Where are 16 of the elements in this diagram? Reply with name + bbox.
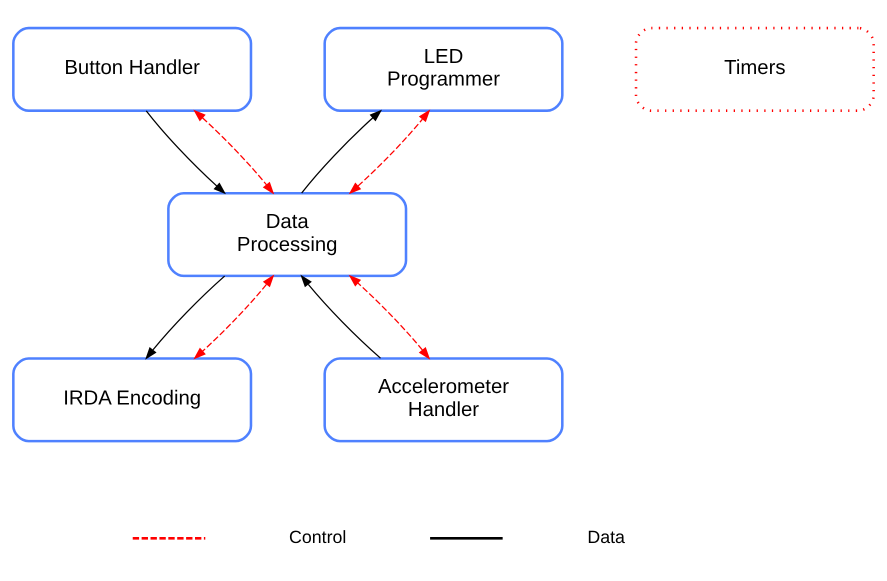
arrow [348,274,430,360]
arrow [145,276,226,360]
node-box: IRDA Encoding [12,357,252,442]
legend-label: Data [587,527,625,548]
node-box: Data Processing [167,192,408,278]
arrow [348,109,430,194]
arrow [193,274,274,360]
node-box: Accelerometer Handler [323,357,564,442]
node-box: Timers [634,26,875,112]
arrow [146,110,226,194]
arrow [193,110,274,195]
node-box: LED Programmer [323,26,564,112]
node-box: Button Handler [12,26,252,112]
arrow [300,274,381,359]
arrow [301,110,382,194]
legend-label: Control [289,527,346,548]
